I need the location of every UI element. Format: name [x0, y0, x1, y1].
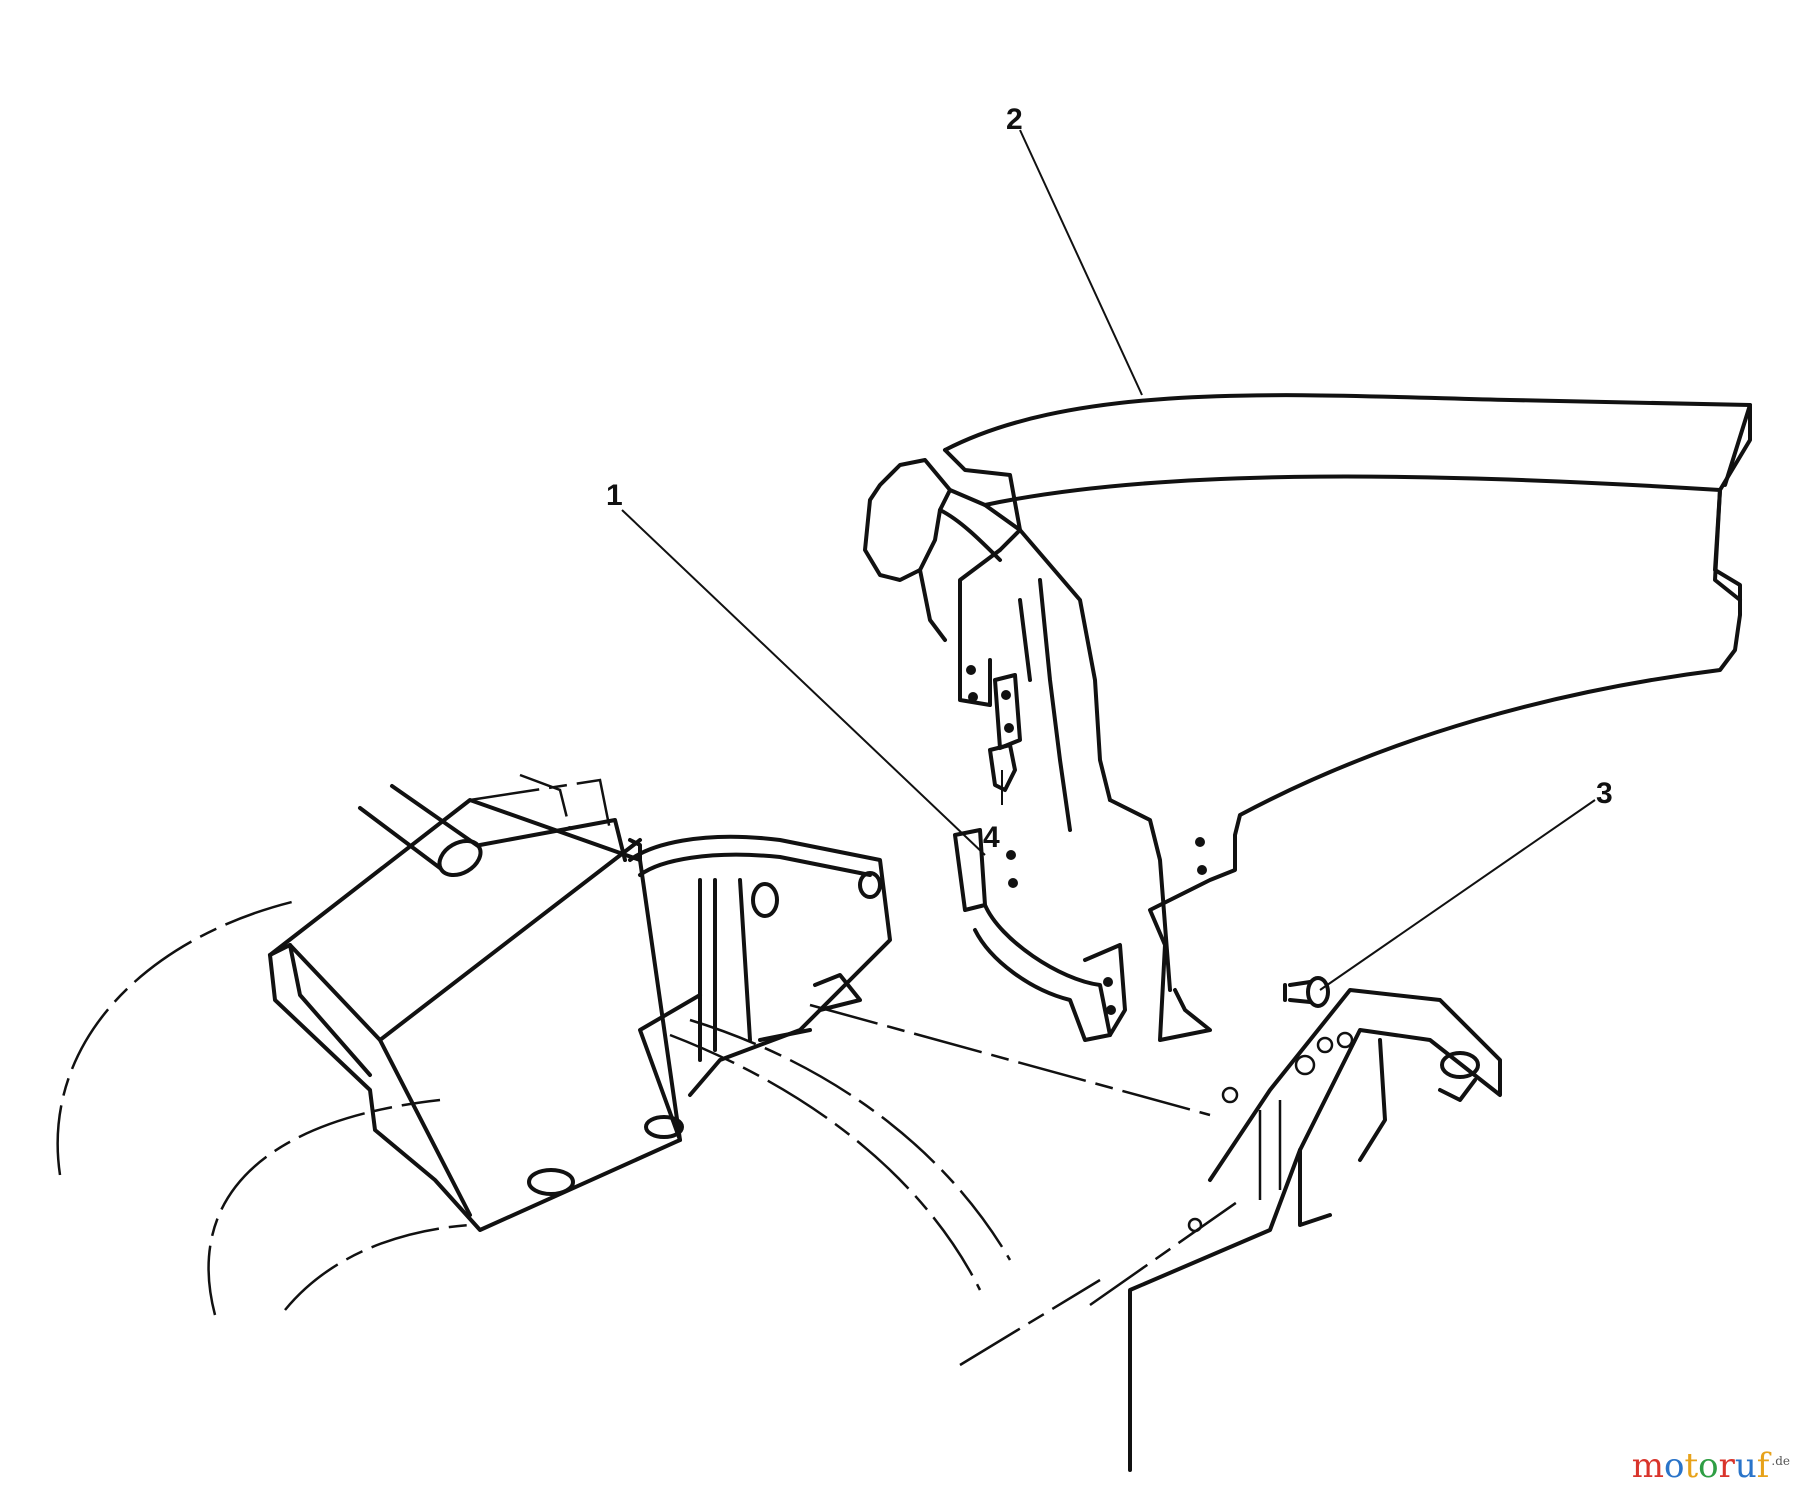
leader-lines [621, 129, 1596, 991]
callout-1: 1 [606, 479, 623, 512]
watermark-letters: motoruf [1632, 1446, 1770, 1486]
grass-deflector-chute [863, 393, 1752, 1042]
handle-frame-right [1128, 988, 1502, 1472]
callout-3: 3 [1596, 777, 1613, 810]
watermark-letter: f [1756, 1446, 1770, 1486]
rear-flap-housing [268, 773, 702, 1232]
callout-4: 4 [983, 821, 1000, 854]
watermark-suffix: .de [1771, 1453, 1790, 1468]
bolt-part-3 [1283, 976, 1330, 1008]
watermark-letter: r [1718, 1446, 1735, 1486]
watermark-letter: u [1734, 1446, 1757, 1486]
watermark-letter: o [1698, 1446, 1719, 1486]
leader-line-3 [1319, 799, 1596, 991]
watermark-letter: m [1631, 1446, 1664, 1486]
watermark-logo: motoruf.de [1632, 1446, 1790, 1486]
watermark-letter: o [1663, 1446, 1685, 1486]
mounting-holes [966, 665, 1207, 1015]
leader-line-1 [621, 509, 986, 856]
callout-2: 2 [1006, 103, 1023, 136]
side-frame-bracket [628, 834, 892, 1097]
leader-line-2 [1019, 129, 1143, 396]
watermark-letter: t [1684, 1446, 1699, 1486]
